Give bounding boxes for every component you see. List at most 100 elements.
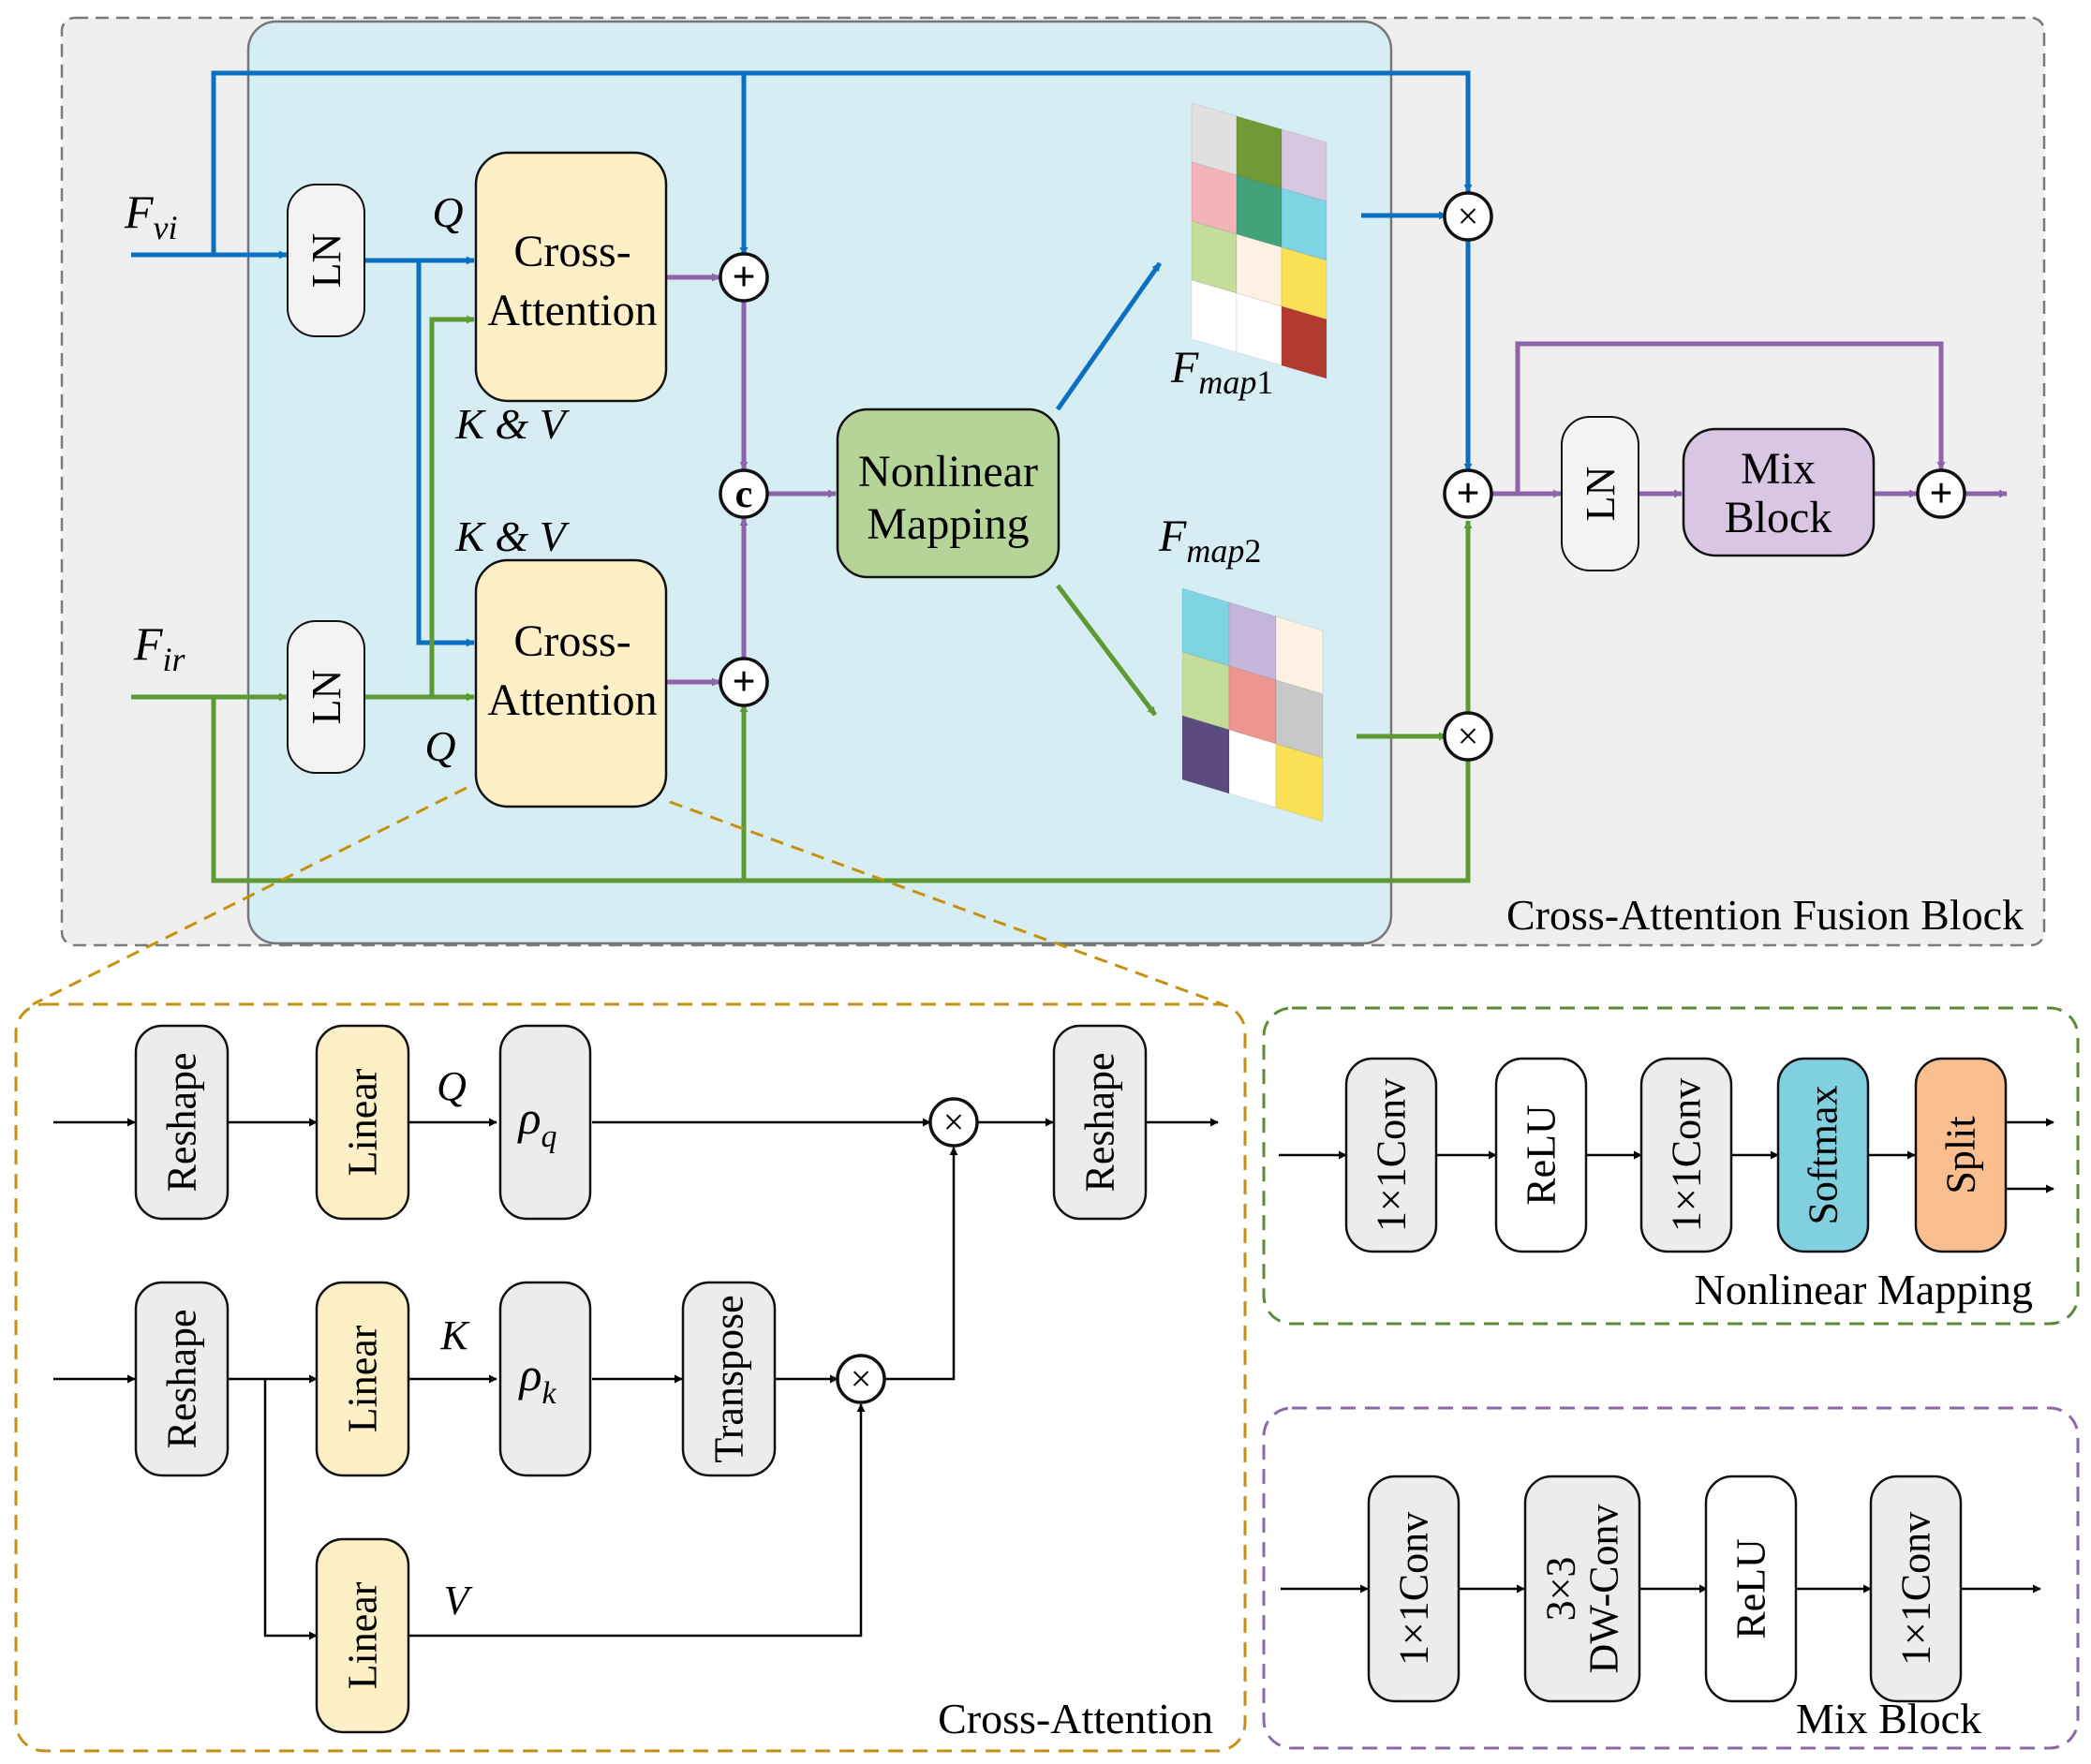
fmap1-label: Fmap1 bbox=[1170, 343, 1273, 401]
green-wires bbox=[131, 315, 1473, 883]
cross-attention-block-bottom: Cross- Attention bbox=[474, 558, 668, 808]
concat-symbol: c bbox=[719, 468, 769, 519]
detail-v-label: V bbox=[444, 1578, 474, 1623]
mix-block: Mix Block bbox=[1682, 427, 1876, 557]
svg-text:Attention: Attention bbox=[487, 675, 657, 725]
plus-symbol-bottom: + bbox=[719, 657, 769, 707]
block-label: ReLU bbox=[1728, 1538, 1774, 1639]
block-label: Reshape bbox=[159, 1052, 205, 1192]
detail-multiply-top: × bbox=[928, 1097, 979, 1148]
rho-q-block: ρq bbox=[498, 1024, 592, 1221]
kv-label-top: K & V bbox=[454, 400, 570, 448]
rho-label: ρq bbox=[517, 1091, 557, 1154]
block-label: Softmax bbox=[1801, 1085, 1846, 1224]
feature-map-2 bbox=[1181, 587, 1324, 823]
detail-q-label: Q bbox=[437, 1063, 467, 1109]
cross-attention-wires bbox=[53, 1118, 1219, 1640]
nonlinear-detail-title: Nonlinear Mapping bbox=[1694, 1266, 2033, 1313]
feature-map-cell bbox=[1228, 729, 1277, 808]
cross-attention-detail-frame bbox=[14, 1002, 1247, 1753]
svg-text:Block: Block bbox=[1725, 493, 1832, 542]
nonlinear-wires bbox=[1279, 1118, 2054, 1193]
plus-symbol-top: + bbox=[719, 252, 769, 303]
ln-block-bottom: LN bbox=[287, 620, 365, 774]
feature-map-cell bbox=[1281, 305, 1327, 379]
ln-label: LN bbox=[1578, 467, 1624, 522]
mix-relu-block: ReLU bbox=[1704, 1475, 1798, 1703]
blue-wires bbox=[131, 70, 1473, 647]
block-label: 1×1Conv bbox=[1893, 1512, 1939, 1666]
ln-block-post: LN bbox=[1561, 416, 1639, 571]
plus-symbol-residual: + bbox=[1916, 468, 1966, 519]
ln-label: LN bbox=[304, 233, 349, 289]
svg-text:×: × bbox=[1458, 715, 1479, 757]
linear-block-v: Linear bbox=[315, 1537, 410, 1734]
kv-label-bottom: K & V bbox=[454, 512, 570, 560]
block-label: DW-Conv bbox=[1581, 1505, 1627, 1674]
fusion-block-title: Cross-Attention Fusion Block bbox=[1506, 891, 2024, 939]
feature-map-1 bbox=[1191, 102, 1327, 379]
svg-text:×: × bbox=[1458, 195, 1479, 237]
svg-text:Mapping: Mapping bbox=[867, 499, 1029, 549]
svg-text:+: + bbox=[732, 659, 755, 704]
nonlinear-mapping-detail: Nonlinear Mapping 1×1Conv ReLU 1×1Conv Soft… bbox=[1262, 1006, 2080, 1326]
multiply-symbol-top: × bbox=[1443, 191, 1493, 242]
block-label: 1×1Conv bbox=[1664, 1078, 1710, 1232]
block-label: Transpose bbox=[706, 1295, 752, 1462]
feature-map-cell bbox=[1191, 279, 1238, 353]
mix-conv1x1-block-2: 1×1Conv bbox=[1869, 1475, 1963, 1703]
svg-text:Attention: Attention bbox=[487, 286, 657, 335]
block-label: Split bbox=[1938, 1116, 1984, 1193]
mix-conv1x1-block-1: 1×1Conv bbox=[1367, 1475, 1461, 1703]
conv1x1-block-1: 1×1Conv bbox=[1344, 1057, 1438, 1253]
rho-label: ρk bbox=[517, 1348, 556, 1411]
block-label: ReLU bbox=[1519, 1104, 1565, 1206]
svg-text:Mix: Mix bbox=[1741, 444, 1816, 494]
fmap2-label: Fmap2 bbox=[1158, 511, 1261, 570]
svg-text:+: + bbox=[1456, 470, 1479, 516]
rho-k-block: ρk bbox=[498, 1281, 592, 1477]
reshape-block-out: Reshape bbox=[1052, 1024, 1148, 1221]
detail-k-label: K bbox=[439, 1312, 470, 1358]
transpose-block: Transpose bbox=[681, 1281, 777, 1477]
cross-attention-block-top: Cross- Attention bbox=[474, 151, 668, 403]
plus-symbol-sum: + bbox=[1443, 468, 1493, 519]
feature-map-cell bbox=[1275, 743, 1324, 823]
input-ir-label: Fir bbox=[133, 617, 186, 678]
svg-text:+: + bbox=[1929, 470, 1952, 516]
block-label: Linear bbox=[340, 1581, 386, 1689]
svg-text:c: c bbox=[735, 473, 753, 516]
block-label: Linear bbox=[340, 1068, 386, 1176]
reshape-block-bottom: Reshape bbox=[134, 1281, 230, 1477]
block-label: Reshape bbox=[159, 1309, 205, 1448]
feature-map-cell bbox=[1236, 292, 1283, 366]
svg-text:Nonlinear: Nonlinear bbox=[858, 447, 1038, 497]
svg-text:×: × bbox=[851, 1357, 872, 1400]
block-label: Reshape bbox=[1077, 1052, 1123, 1192]
mix-detail-title: Mix Block bbox=[1796, 1695, 1981, 1742]
relu-block: ReLU bbox=[1494, 1057, 1588, 1253]
block-label: 1×1Conv bbox=[1391, 1512, 1437, 1666]
block-label: 1×1Conv bbox=[1369, 1078, 1415, 1232]
softmax-block: Softmax bbox=[1776, 1057, 1870, 1253]
nonlinear-mapping-block: Nonlinear Mapping bbox=[836, 408, 1060, 579]
cross-attention-detail-title: Cross-Attention bbox=[938, 1695, 1213, 1742]
svg-text:Cross-: Cross- bbox=[513, 616, 630, 666]
svg-text:×: × bbox=[943, 1101, 965, 1143]
conv1x1-block-2: 1×1Conv bbox=[1639, 1057, 1733, 1253]
ln-label: LN bbox=[304, 670, 349, 725]
mix-detail-frame bbox=[1262, 1406, 2080, 1750]
input-vi-label: Fvi bbox=[124, 185, 178, 246]
detail-multiply-bottom: × bbox=[836, 1354, 886, 1404]
svg-text:Cross-: Cross- bbox=[513, 227, 630, 276]
q-label-top: Q bbox=[432, 188, 463, 236]
split-block: Split bbox=[1914, 1057, 2008, 1253]
reshape-block-top: Reshape bbox=[134, 1024, 230, 1221]
ln-block-top: LN bbox=[287, 184, 365, 337]
fusion-block: Cross-Attention Fusion Block bbox=[60, 16, 2046, 947]
nonlinear-detail-frame bbox=[1262, 1006, 2080, 1326]
linear-block-k: Linear bbox=[315, 1281, 410, 1477]
